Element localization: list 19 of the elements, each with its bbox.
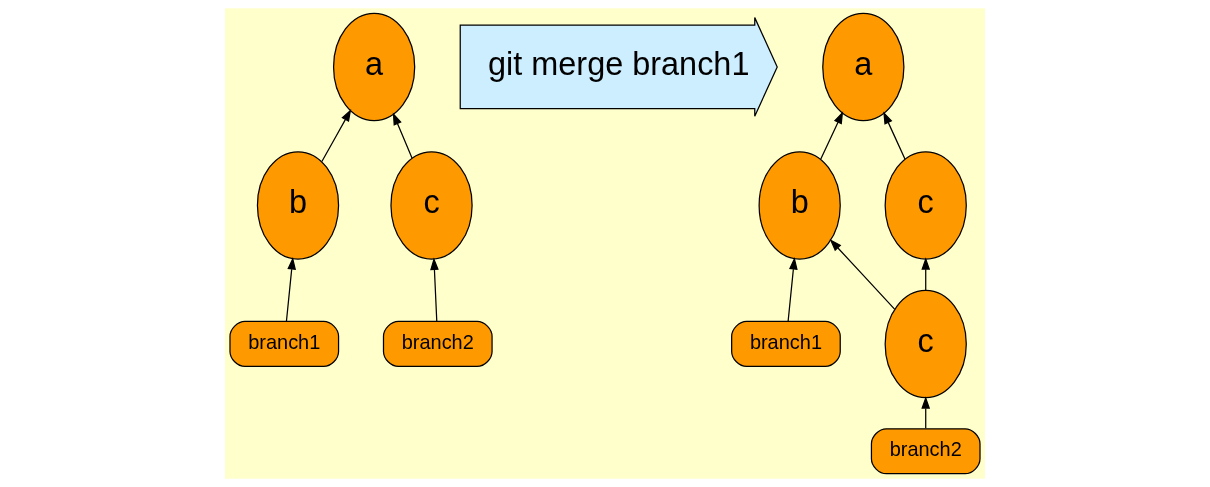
node-ellipse: c [884, 151, 967, 260]
arrow [820, 111, 844, 160]
node-box: branch1 [229, 320, 340, 368]
arrow [321, 109, 352, 163]
node-box: branch2 [870, 428, 981, 475]
node-box: branch1 [731, 320, 841, 368]
arrow [787, 257, 798, 323]
node-ellipse: a [822, 12, 905, 122]
node-box: branch2 [382, 320, 493, 368]
node-ellipse: b [256, 151, 340, 260]
arrow [392, 112, 413, 159]
arrow [285, 257, 297, 323]
node-ellipse: c [390, 151, 473, 260]
arrow [883, 111, 906, 160]
arrow [921, 257, 931, 291]
arrow [921, 396, 931, 429]
arrow [430, 257, 439, 323]
arrow [829, 239, 896, 310]
node-ellipse: c [884, 289, 967, 399]
